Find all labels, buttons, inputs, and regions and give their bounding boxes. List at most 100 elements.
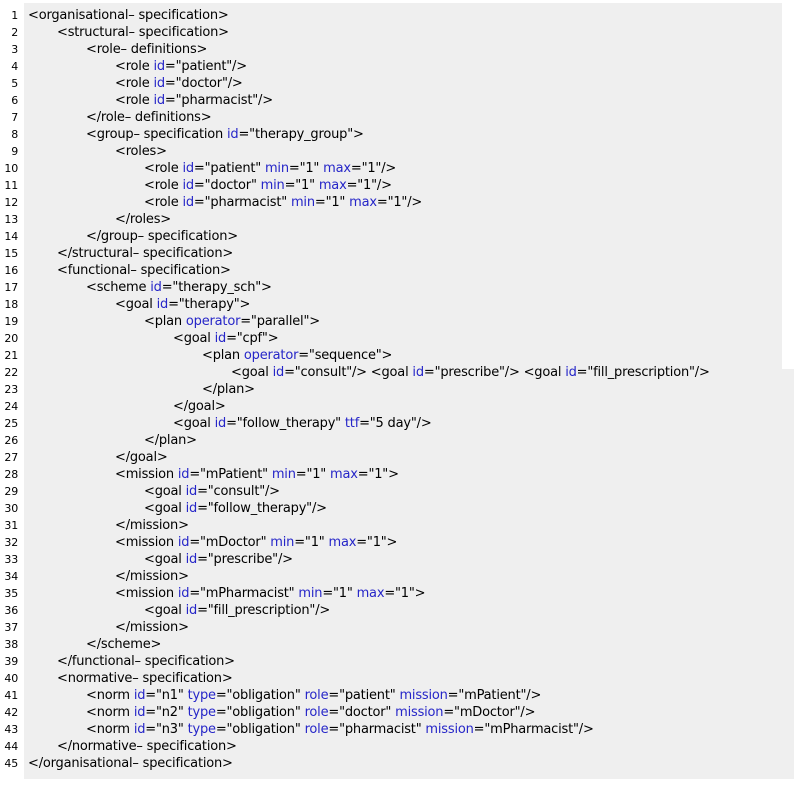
tag-text: /> [311,501,327,516]
attribute-value: ="1" [384,586,415,601]
attribute-name: id [565,365,577,380]
attribute-value: ="consult" [284,365,352,380]
code-line: 28<mission id="mPatient" min="1" max="1"… [0,466,794,483]
attribute-name: role [304,688,329,703]
line-number: 15 [4,247,18,260]
tag-text: <organisational– specification> [28,8,229,23]
tag-text: > [352,127,364,142]
line-number: 33 [4,553,18,566]
attribute-name: min [260,178,285,193]
line-number: 40 [4,672,18,685]
attribute-value: ="follow_therapy" [197,501,312,516]
line-number: 31 [4,519,18,532]
code-line: 40 <normative– specification> [0,670,794,687]
code-text: <organisational– specification> [28,7,229,24]
tag-text: /> [526,688,542,703]
line-number: 42 [4,706,18,719]
line-number: 22 [4,366,18,379]
attribute-name: type [187,722,216,737]
code-text: <plan operator="sequence"> [202,347,392,364]
attribute-value: ="doctor" [193,178,261,193]
attribute-name: id [153,59,165,74]
attribute-value: ="1" [350,161,382,176]
code-text: <goal id="cpf"> [173,330,279,347]
code-text: <goal id="follow_therapy" ttf="5 day"/> [173,415,432,432]
tag-text: </role– definitions> [86,110,212,125]
attribute-name: type [187,688,216,703]
attribute-name: max [356,586,385,601]
code-line: 45</organisational– specification> [0,755,794,772]
tag-text: </structural– specification> [57,246,234,261]
attribute-name: max [318,178,347,193]
attribute-value: ="obligation" [215,722,305,737]
code-line: 11<role id="doctor" min="1" max="1"/> [0,177,794,194]
code-line: 42<norm id="n2" type="obligation" role="… [0,704,794,721]
code-text: <role id="pharmacist"/> [115,92,273,109]
line-number: 12 [4,196,18,209]
attribute-value: ="1" [294,535,329,550]
code-text: </scheme> [86,636,161,653]
line-number: 20 [4,332,18,345]
line-number: 11 [4,179,18,192]
attribute-value: ="prescribe" [423,365,505,380]
attribute-value: ="5 day" [359,416,417,431]
attribute-value: ="mPatient" [189,467,272,482]
attribute-value: ="doctor" [164,76,228,91]
attribute-name: type [187,705,216,720]
line-number: 35 [4,587,18,600]
listing-background-bottom [24,369,794,779]
attribute-name: id [214,331,227,346]
code-text: <goal id="follow_therapy"/> [144,500,327,517]
attribute-name: min [270,535,295,550]
code-text: </functional– specification> [57,653,235,670]
line-number: 18 [4,298,18,311]
tag-text: </goal> [115,450,168,465]
tag-text: </mission> [115,518,189,533]
code-text: <plan operator="parallel"> [144,313,320,330]
tag-text: <goal [144,484,186,499]
attribute-name: id [133,688,146,703]
attribute-name: id [177,467,190,482]
line-number: 37 [4,621,18,634]
attribute-value: ="obligation" [215,688,305,703]
attribute-name: id [182,178,194,193]
attribute-name: operator [185,314,241,329]
code-line: 30<goal id="follow_therapy"/> [0,500,794,517]
code-line: 16<functional– specification> [0,262,794,279]
code-text: </plan> [144,432,197,449]
line-number: 45 [4,757,18,770]
code-line: 37</mission> [0,619,794,636]
tag-text: <role [144,178,183,193]
code-line: 26</plan> [0,432,794,449]
attribute-name: id [156,297,169,312]
line-number: 3 [11,43,18,56]
code-text: </mission> [115,568,189,585]
attribute-value: ="parallel" [240,314,310,329]
tag-text: > [267,331,279,346]
attribute-value: ="mPatient" [447,688,527,703]
listing-background-top [24,3,782,371]
line-number: 2 [11,26,18,39]
tag-text: > [309,314,320,329]
line-number: 4 [11,60,18,73]
code-line: 24</goal> [0,398,794,415]
line-number: 17 [4,281,18,294]
attribute-value: ="1" [322,586,357,601]
code-text: </group– specification> [86,228,238,245]
attribute-name: max [323,161,351,176]
tag-text: </normative– specification> [57,739,237,754]
tag-text: /> [694,365,710,380]
attribute-value: ="mPharmacist" [189,586,299,601]
tag-text: > [381,348,393,363]
tag-text: </scheme> [86,637,162,652]
attribute-name: role [304,705,329,720]
attribute-value: ="1" [295,467,331,482]
code-line: 5<role id="doctor"/> [0,75,794,92]
line-number: 34 [4,570,18,583]
tag-text: > [388,467,399,482]
code-text: <normative– specification> [57,670,233,687]
code-text: <roles> [115,143,167,160]
attribute-value: ="patient" [328,688,400,703]
tag-text: <goal [173,416,215,431]
